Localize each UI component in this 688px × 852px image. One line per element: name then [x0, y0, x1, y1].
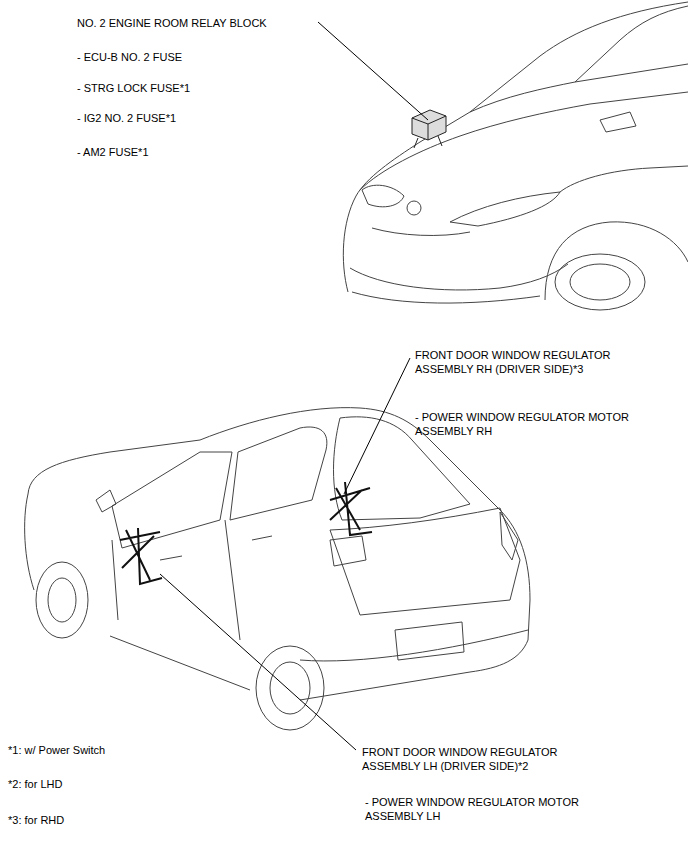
windshield: [575, 6, 688, 82]
footnote: *3: for RHD: [8, 813, 208, 827]
front-car: [343, 2, 688, 310]
regulator-rh: [330, 482, 372, 535]
car-body: [28, 408, 530, 700]
car-hood: [360, 92, 688, 190]
window: [230, 427, 327, 520]
bumper: [352, 292, 540, 303]
handle: [160, 536, 272, 560]
grille: [372, 228, 470, 235]
headlight: [450, 192, 560, 226]
relay-block: [412, 110, 446, 140]
window-regulator: [120, 482, 372, 584]
window: [112, 452, 232, 548]
part-name: FRONT DOOR WINDOW REGULATOR ASSEMBLY RH …: [415, 348, 647, 376]
wheel: [36, 562, 88, 638]
leader-line: [344, 358, 410, 494]
taillight: [500, 512, 518, 560]
headlight: [362, 185, 404, 207]
bumper: [350, 264, 568, 290]
mirror: [600, 112, 636, 132]
relay-block: [412, 110, 446, 148]
part-name: - POWER WINDOW REGULATOR MOTOR ASSEMBLY …: [415, 410, 677, 438]
regulator-lh: [120, 528, 162, 584]
car-body: [343, 64, 688, 292]
part-name: - POWER WINDOW REGULATOR MOTOR ASSEMBLY …: [365, 795, 627, 823]
emblem: [407, 201, 421, 215]
leader-line: [160, 574, 356, 750]
rear-car: [25, 408, 530, 730]
wheel: [256, 646, 324, 730]
footnote: *2: for LHD: [8, 777, 208, 791]
bumper: [300, 630, 528, 661]
windshield: [470, 2, 688, 112]
taillight: [330, 536, 366, 566]
fuse-name: - AM2 FUSE*1: [77, 145, 277, 159]
fuse-name: - IG2 NO. 2 FUSE*1: [77, 111, 277, 125]
wheel: [570, 264, 630, 300]
footnote: *1: w/ Power Switch: [8, 743, 208, 757]
door-line: [112, 520, 240, 640]
relay-bracket: [414, 136, 442, 148]
leader-lines: [160, 22, 428, 750]
wheel: [270, 662, 310, 714]
part-name: NO. 2 ENGINE ROOM RELAY BLOCK: [77, 16, 337, 30]
wheel: [48, 578, 76, 622]
part-name: FRONT DOOR WINDOW REGULATOR ASSEMBLY LH …: [362, 745, 594, 773]
car-body: [25, 494, 34, 590]
fender: [560, 166, 688, 192]
side-sill: [110, 636, 250, 690]
mirror: [96, 490, 116, 512]
wheel-arch: [545, 222, 688, 300]
relay-block: [412, 116, 446, 140]
fuse-name: - ECU-B NO. 2 FUSE: [77, 50, 277, 64]
leader-line: [318, 22, 428, 120]
tailgate: [330, 508, 520, 615]
wheel: [555, 254, 645, 310]
fuse-name: - STRG LOCK FUSE*1: [77, 81, 277, 95]
